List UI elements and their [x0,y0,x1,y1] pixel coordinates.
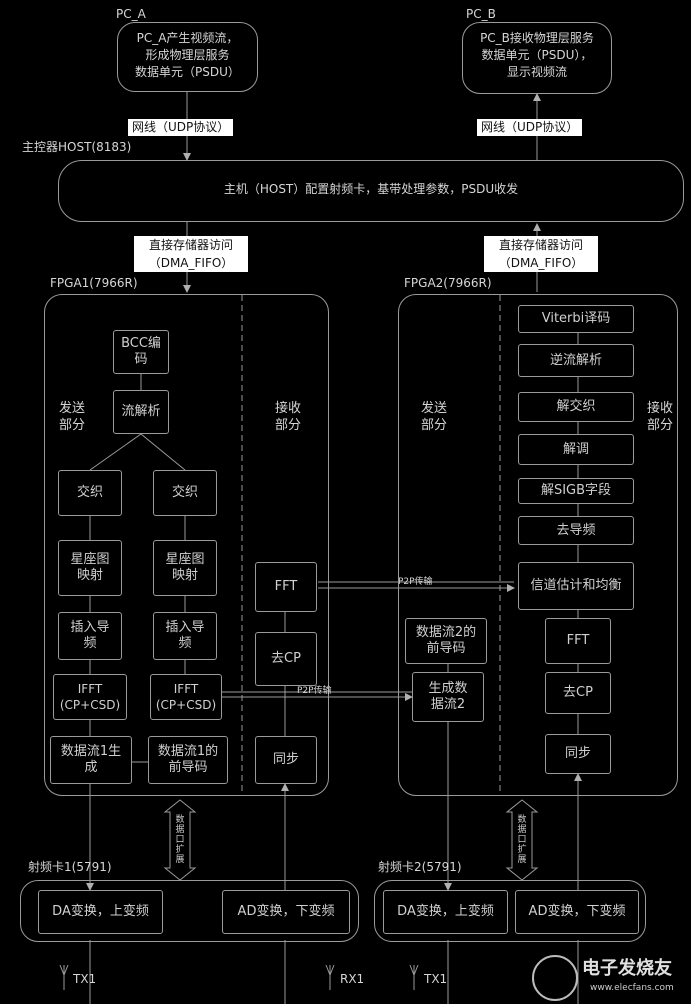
ifft-2-block: IFFT (CP+CSD) [150,674,222,720]
viterbi-decode-block: Viterbi译码 [518,305,634,333]
rf2-ad-block: AD变换，下变频 [515,890,639,934]
fpga2-tx-label: 发送 部分 [420,401,447,433]
fpga1-box [44,294,329,796]
insert-pilot-2-block: 插入导 频 [153,612,217,660]
dma-label-right: 直接存储器访问 （DMA_FIFO） [484,236,598,272]
fpga2-title: FPGA2(7966R) [404,276,492,290]
data-port-label-left: 数据口扩展 [175,815,185,865]
decode-sigb-block: 解SIGB字段 [518,478,634,504]
rf1-box [20,880,359,942]
stream1-preamble-block: 数据流1的 前导码 [148,736,228,784]
watermark-brand: 电子发烧友 [582,958,672,979]
fpga1-title: FPGA1(7966R) [50,276,138,290]
host-title: 主控器HOST(8183) [22,140,132,154]
rf1-title: 射频卡1(5791) [28,860,112,874]
udp-label-left: 网线（UDP协议） [128,119,234,136]
fpga2-fft-block: FFT [545,618,611,664]
watermark-url: www.elecfans.com [590,983,674,993]
pc-a-text: PC_A产生视频流， 形成物理层服务 数据单元（PSDU） [135,31,240,79]
fpga1-fft-block: FFT [255,562,317,612]
fpga1-rx-label: 接收 部分 [274,401,301,433]
p2p-label-ifft: P2P传输 [297,686,332,696]
constellation-map-2-block: 星座图 映射 [153,540,217,596]
antenna-tx1-right-label: TX1 [424,972,448,986]
antenna-tx1-left-label: TX1 [73,972,97,986]
rf1-ad-block: AD变换，下变频 [222,890,350,934]
insert-pilot-1-block: 插入导 频 [58,612,122,660]
fpga2-rx-label: 接收 部分 [646,401,673,433]
fpga2-remove-cp-block: 去CP [545,672,611,714]
pc-b-text: PC_B接收物理层服务 数据单元（PSDU）， 显示视频流 [480,31,594,79]
demodulate-block: 解调 [518,434,634,465]
pc-b-title: PC_B [466,7,496,21]
rf2-box [374,880,646,942]
p2p-label-fft: P2P传输 [398,577,433,587]
reverse-stream-parse-block: 逆流解析 [518,344,634,377]
rf2-title: 射频卡2(5791) [378,860,462,874]
constellation-map-1-block: 星座图 映射 [58,540,122,596]
antenna-rx1-left-label: RX1 [340,972,365,986]
remove-pilot-block: 去导频 [518,516,634,545]
stream1-gen-block: 数据流1生 成 [50,736,132,784]
fpga1-tx-label: 发送 部分 [58,401,85,433]
stream-parse-block: 流解析 [113,390,169,434]
udp-label-right: 网线（UDP协议） [477,119,583,136]
interleave-1-block: 交织 [58,470,122,516]
stream2-preamble-block: 数据流2的 前导码 [405,618,487,664]
data-port-label-right: 数据口扩展 [517,815,527,865]
pc-a-box [117,22,258,92]
watermark-logo-icon [532,955,578,1001]
pc-a-title: PC_A [116,7,146,21]
fpga2-sync-block: 同步 [545,734,611,774]
ifft-1-block: IFFT (CP+CSD) [53,674,127,720]
stream2-gen-block: 生成数 据流2 [412,672,484,722]
channel-estimation-block: 信道估计和均衡 [518,562,634,610]
bcc-encode-block: BCC编 码 [113,330,169,374]
fpga1-sync-block: 同步 [255,736,317,784]
rf2-da-block: DA变换，上变频 [383,890,508,934]
deinterleave-block: 解交织 [518,392,634,422]
rf1-da-block: DA变换，上变频 [38,890,163,934]
fpga1-remove-cp-block: 去CP [255,632,317,686]
host-text: 主机（HOST）配置射频卡，基带处理参数，PSDU收发 [223,182,519,196]
fpga2-box [398,294,678,796]
host-box [58,160,684,222]
pc-b-box [462,22,612,94]
interleave-2-block: 交织 [153,470,217,516]
dma-label-left: 直接存储器访问 （DMA_FIFO） [134,236,248,272]
